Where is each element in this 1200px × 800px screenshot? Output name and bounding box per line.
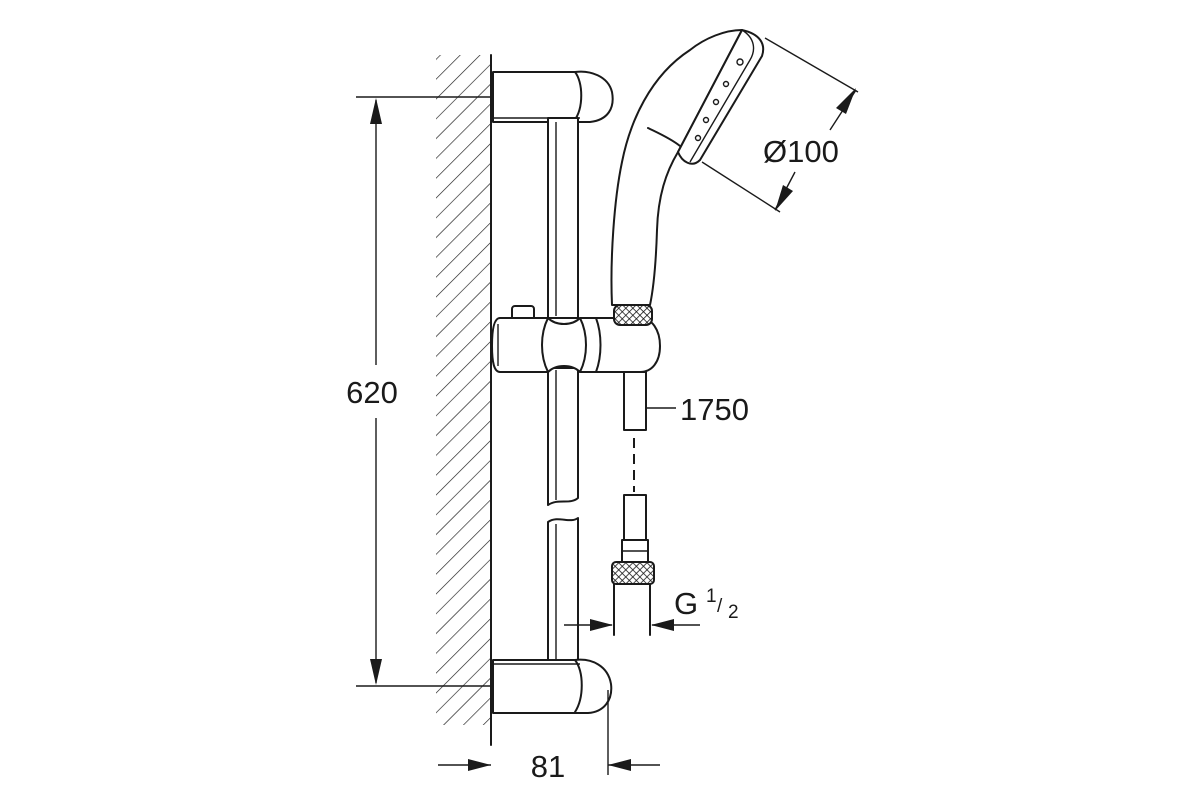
head-diameter-dimension: Ø100 xyxy=(701,37,859,213)
arrow-left-icon xyxy=(608,759,631,771)
thread-letter: G xyxy=(674,586,698,621)
depth-dimension: 81 xyxy=(438,690,660,784)
hand-shower-knurled-nut xyxy=(613,304,653,326)
arrow-up-icon xyxy=(836,88,856,114)
wall xyxy=(436,54,492,746)
rail-upper-section xyxy=(547,117,579,506)
depth-dimension-label: 81 xyxy=(531,749,565,784)
rail-lower-section xyxy=(547,517,579,663)
arrow-right-icon xyxy=(590,619,613,631)
arrow-up-icon xyxy=(370,98,382,124)
top-wall-bracket xyxy=(492,70,614,123)
wall-hatching xyxy=(436,55,491,725)
thread-slash: / xyxy=(717,596,723,617)
thread-label: G xyxy=(674,586,698,621)
arrow-left-icon xyxy=(651,619,674,631)
hose-knurled-nut xyxy=(611,561,655,585)
bottom-wall-bracket xyxy=(492,658,613,714)
head-diameter-label: Ø100 xyxy=(763,134,839,169)
hose-length-label: 1750 xyxy=(680,392,749,427)
shower-hose xyxy=(611,371,655,636)
height-dimension: 620 xyxy=(346,96,495,687)
hand-shower xyxy=(610,29,765,326)
hand-shower-handle xyxy=(610,29,743,306)
arrow-down-icon xyxy=(775,185,793,211)
hose-length-dimension: 1750 xyxy=(647,392,749,427)
thread-denominator: 2 xyxy=(728,602,739,623)
arrow-right-icon xyxy=(468,759,491,771)
thread-numerator: 1 xyxy=(706,586,717,607)
thread-dimension: G 1 / 2 xyxy=(564,586,739,631)
height-dimension-label: 620 xyxy=(346,375,398,410)
hand-shower-head xyxy=(677,29,765,165)
arrow-down-icon xyxy=(370,659,382,685)
